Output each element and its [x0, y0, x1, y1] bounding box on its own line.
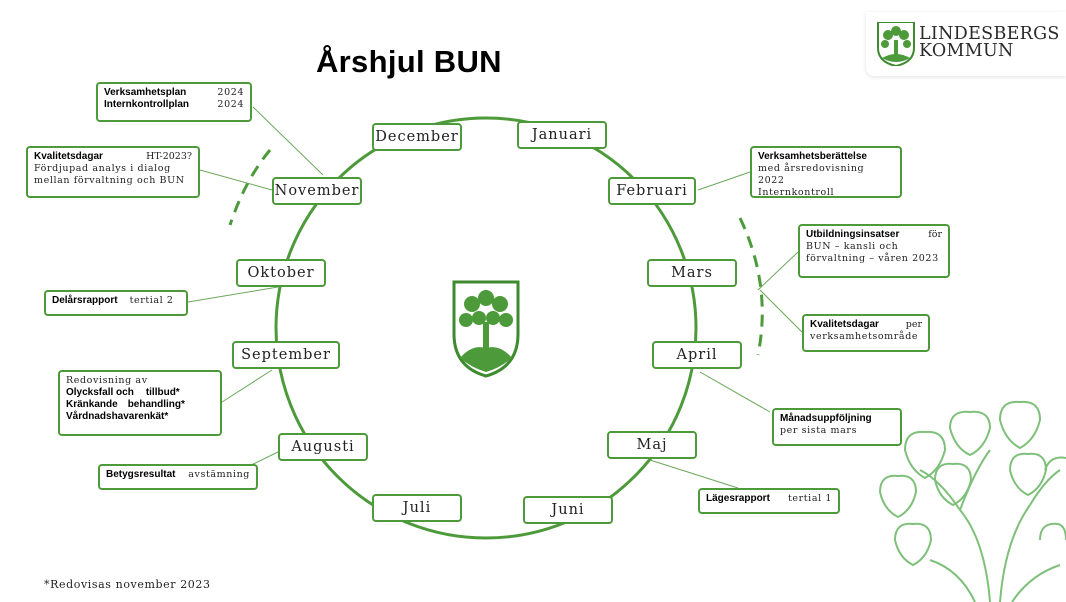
utbildningsinsatser-label: Utbildningsinsatser	[806, 229, 900, 240]
utbildningsinsatser-value: för	[928, 229, 942, 240]
dashed-arc-left	[228, 149, 272, 226]
note-lagesrapport: Lägesrapport tertial 1	[698, 488, 840, 514]
month-april: April	[652, 341, 742, 369]
verksamhetsberattelse-label: Verksamhetsberättelse	[758, 151, 867, 162]
connector-redovisning	[221, 369, 273, 403]
month-augusti: Augusti	[278, 433, 368, 461]
month-maj: Maj	[607, 431, 697, 459]
connector-kvalitet-nov	[199, 169, 273, 191]
betygsresultat-value: avstämning	[188, 469, 250, 480]
kvalitetsdagar-period: HT-2023?	[146, 151, 192, 162]
redovisning-item-2: Kränkande	[66, 399, 118, 410]
delarsrapport-value: tertial 2	[129, 295, 174, 306]
delarsrapport-label: Delårsrapport	[52, 295, 118, 306]
note-kvalitetsdagar-november: Kvalitetsdagar HT-2023? Fördjupad analys …	[26, 146, 200, 198]
month-juli: Juli	[372, 494, 462, 522]
note-redovisning: Redovisning av Olycksfall och tillbud* Kr…	[58, 370, 222, 436]
wheel-circle	[274, 116, 698, 540]
logo-line-1: LINDESBERGS	[919, 24, 1060, 44]
note-plans: Verksamhetsplan 2024 Internkontrollplan 20…	[96, 82, 252, 122]
connector-verksamhetsberattelse	[697, 171, 751, 191]
footnote: *Redovisas november 2023	[44, 578, 211, 591]
manadsuppfoljning-label: Månadsuppföljning	[780, 413, 872, 424]
note-verksamhetsberattelse: Verksamhetsberättelse med årsredovisning…	[750, 146, 902, 198]
manadsuppfoljning-line-2: per sista mars	[780, 425, 858, 436]
month-januari: Januari	[517, 121, 607, 149]
kvalitetsdagar-line-3: mellan förvaltning och BUN	[34, 175, 185, 186]
month-februari: Februari	[608, 177, 696, 205]
kvalitetsdagar-april-value: per	[905, 319, 922, 330]
connector-lagesrapport	[649, 459, 739, 489]
month-juni: Juni	[523, 496, 613, 524]
coat-of-arms-icon	[452, 280, 520, 378]
utbildningsinsatser-line-2: BUN – kansli och	[806, 241, 899, 252]
logo-text: LINDESBERGS KOMMUN	[919, 24, 1060, 61]
logo-line-2: KOMMUN	[919, 41, 1014, 61]
month-september: September	[232, 341, 340, 369]
connector-manadsuppfoljning	[699, 371, 771, 413]
note-delarsrapport: Delårsrapport tertial 2	[44, 290, 188, 316]
decorative-tree-icon	[878, 400, 1066, 602]
lagesrapport-value: tertial 1	[787, 493, 832, 504]
municipality-logo: LINDESBERGS KOMMUN	[866, 12, 1066, 76]
redovisning-item-1: Olycksfall och	[66, 387, 134, 398]
lagesrapport-label: Lägesrapport	[706, 493, 770, 504]
note-manadsuppfoljning: Månadsuppföljning per sista mars	[772, 408, 902, 446]
kvalitetsdagar-april-line-2: verksamhetsområde	[810, 331, 919, 342]
note-kvalitetsdagar-april: Kvalitetsdagar per verksamhetsområde	[802, 314, 930, 352]
verksamhetsplan-label: Verksamhetsplan	[104, 87, 187, 98]
dashed-arc-right	[738, 217, 764, 356]
verksamhetsplan-year: 2024	[217, 87, 244, 98]
internkontrollplan-year: 2024	[217, 99, 244, 110]
redovisning-item-2b: behandling*	[127, 399, 185, 410]
kvalitetsdagar-line-2: Fördjupad analys i dialog	[34, 163, 171, 174]
month-oktober: Oktober	[236, 259, 326, 287]
redovisning-item-1b: tillbud*	[145, 387, 180, 398]
kvalitetsdagar-label: Kvalitetsdagar	[34, 151, 103, 162]
betygsresultat-label: Betygsresultat	[106, 469, 176, 480]
verksamhetsberattelse-line-3: Internkontroll	[758, 187, 835, 198]
connector-lines	[187, 106, 803, 489]
redovisning-intro: Redovisning av	[66, 375, 148, 386]
utbildningsinsatser-line-3: förvaltning – våren 2023	[806, 253, 939, 264]
page-title: Årshjul BUN	[316, 44, 502, 79]
internkontrollplan-label: Internkontrollplan	[104, 99, 189, 110]
connector-kvalitet-apr	[759, 289, 803, 333]
note-betygsresultat: Betygsresultat avstämning	[98, 464, 258, 490]
municipality-crest-icon	[877, 22, 915, 66]
verksamhetsberattelse-line-2: med årsredovisning 2022	[758, 163, 865, 186]
connector-utbildning	[757, 251, 799, 291]
month-mars: Mars	[647, 259, 737, 287]
kvalitetsdagar-april-label: Kvalitetsdagar	[810, 319, 879, 330]
connector-delarsrapport	[187, 284, 291, 303]
month-november: November	[272, 177, 362, 205]
month-december: December	[372, 123, 462, 151]
connector-plans	[252, 106, 324, 176]
redovisning-item-3: Vårdnadshavarenkät*	[66, 411, 169, 422]
